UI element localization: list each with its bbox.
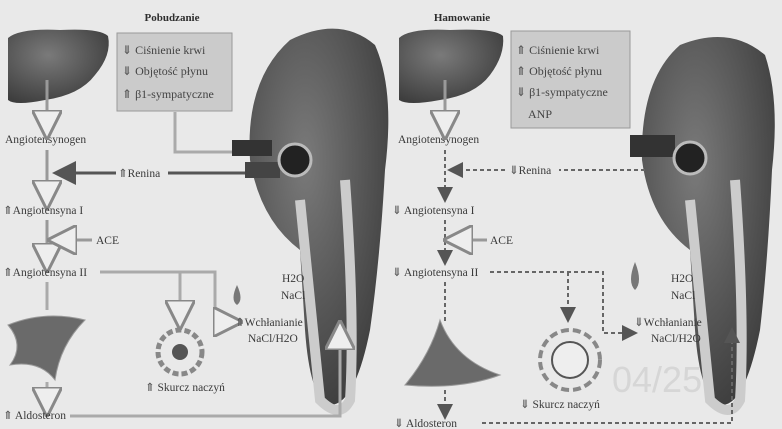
stimulation-panel: Pobudzanie ⇓ Ciśnienie krwi ⇓ Objętość p… [3,12,389,422]
vessel-lumen [551,341,589,379]
h2o-label: H2O [671,273,693,285]
vasoconstriction-label: ⇑ Skurcz naczyń [145,382,225,394]
nephron-tubule [685,179,747,415]
svg-text:⇑ Ciśnienie krwi: ⇑ Ciśnienie krwi [516,43,600,57]
svg-text:⇑ β1-sympatyczne: ⇑ β1-sympatyczne [122,87,214,101]
svg-text:⇓ Ciśnienie krwi: ⇓ Ciśnienie krwi [122,43,206,57]
stimulus-item: ⇓ Ciśnienie krwi [122,43,206,57]
arrow-up-icon: ⇑ [118,168,128,180]
absorption-sub-label: NaCl/H2O [248,333,298,345]
arrow [100,270,228,322]
stimulus-item: ⇑ Ciśnienie krwi [516,43,600,57]
inhibition-panel: Hamowanie ⇑ Ciśnienie krwi ⇑ Objętość pł… [392,12,775,429]
glomerulus-icon [277,142,313,178]
renin-label: ⇑Renina [118,168,160,180]
arrow-down-icon: ⇓ [520,399,530,411]
arrow [490,271,638,341]
aldosterone-label: ⇓ Aldosteron [394,418,457,429]
arrow-up-icon: ⇑ [516,43,526,57]
afferent-arteriole [630,135,675,157]
arrow-up-icon: ⇑ [3,267,13,279]
ace-label: ACE [490,235,513,247]
liver-icon [399,29,504,104]
nephron-tubule [295,179,357,415]
renin-label: ⇓Renina [509,165,551,177]
stimulus-item: ⇑ β1-sympatyczne [122,87,214,101]
ace-label: ACE [96,235,119,247]
vessel-icon [155,327,205,377]
stimulus-box [116,32,233,112]
arrow-down-icon: ⇓ [509,165,519,177]
arrow-down-icon: ⇓ [392,205,402,217]
nacl-label: NaCl [671,290,695,302]
adrenal-gland-icon [404,318,502,387]
panel-title: Pobudzanie [144,12,199,24]
arrow [482,327,740,424]
arrow-down-icon: ⇓ [634,317,644,329]
arrow [70,335,340,418]
stimulus-item: ⇓ β1-sympatyczne [516,85,608,99]
vessel-icon [538,328,602,392]
arrow-up-icon: ⇑ [122,87,132,101]
stimulus-item: ⇑ Objętość płynu [516,64,602,78]
droplet-icon [631,262,639,290]
angiotensinogen-label: Angiotensynogen [5,134,86,146]
arrow-down-icon: ⇓ [392,267,402,279]
svg-text:⇑ Objętość płynu: ⇑ Objętość płynu [516,64,602,78]
arrow-up-icon: ⇑ [516,64,526,78]
watermark: 04/25 [612,359,702,400]
stimulus-item: ⇓ Objętość płynu [122,64,208,78]
arrow-down-icon: ⇓ [122,64,132,78]
vessel-lumen [172,344,188,360]
angiotensin1-label: ⇑Angiotensyna I [3,205,83,217]
absorption-sub-label: NaCl/H2O [651,333,701,345]
arrow-up-icon: ⇑ [3,205,13,217]
aldosterone-label: ⇑ Aldosteron [3,410,66,422]
stimulus-item: ANP [528,107,552,121]
angiotensin1-label: ⇓ Angiotensyna I [392,205,475,217]
liver-icon [8,29,109,104]
h2o-label: H2O [282,273,304,285]
connector-line [173,112,232,154]
svg-text:⇓ β1-sympatyczne: ⇓ β1-sympatyczne [516,85,608,99]
angiotensin2-label: ⇑Angiotensyna II [3,267,87,279]
arrow-down-icon: ⇓ [516,85,526,99]
svg-text:⇓ Objętość płynu: ⇓ Objętość płynu [122,64,208,78]
angiotensinogen-label: Angiotensynogen [398,134,479,146]
afferent-arteriole [232,140,272,156]
absorption-label: ⇓Wchłanianie [634,317,702,329]
svg-text:ANP: ANP [528,107,552,121]
stimulus-box [510,30,631,129]
angiotensin2-label: ⇓ Angiotensyna II [392,267,478,279]
adrenal-gland-icon [7,315,86,382]
glomerulus-icon [672,140,708,176]
arrow-up-icon: ⇑ [145,382,155,394]
absorption-label: ⇑Wchłanianie [235,317,303,329]
nacl-label: NaCl [281,290,305,302]
arrow-down-icon: ⇓ [394,418,404,429]
arrow-up-icon: ⇑ [235,317,245,329]
arrow-down-icon: ⇓ [122,43,132,57]
panel-title: Hamowanie [434,12,490,24]
efferent-arteriole [245,162,280,178]
droplet-icon [233,285,241,305]
arrow-up-icon: ⇑ [3,410,13,422]
vasoconstriction-label: ⇓ Skurcz naczyń [520,399,600,411]
